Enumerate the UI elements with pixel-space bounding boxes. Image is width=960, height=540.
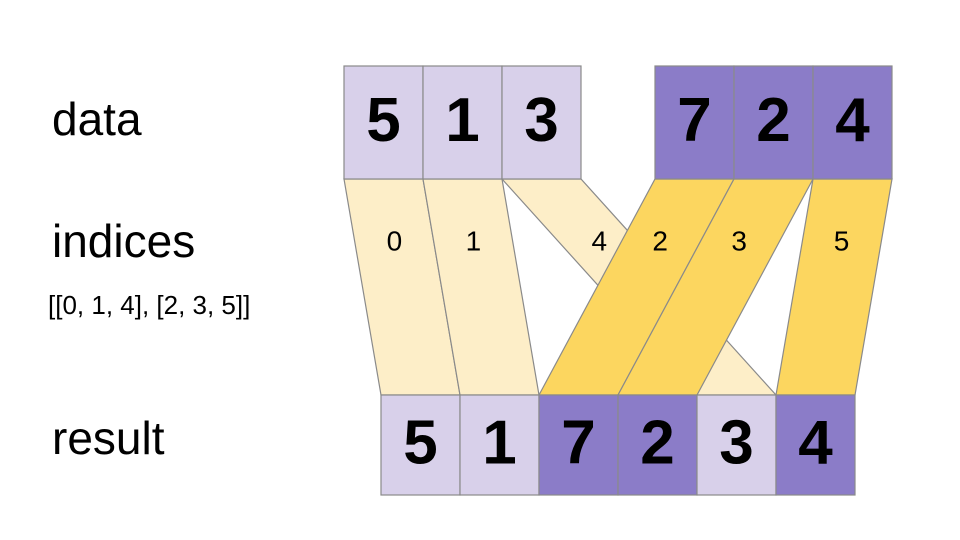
- indices-row-label: indices: [52, 215, 196, 267]
- data-cell-3: [654, 65, 735, 180]
- index-label-1: 1: [466, 225, 482, 256]
- data-cell-value-2: 3: [524, 86, 558, 155]
- result-cell-4: [696, 394, 777, 496]
- data-cell-value-3: 7: [677, 86, 711, 155]
- index-label-0: 0: [387, 225, 403, 256]
- index-label-2: 2: [652, 225, 668, 256]
- index-label-4: 4: [591, 225, 607, 256]
- ribbons-layer: [343, 178, 893, 396]
- result-cell-value-4: 3: [719, 408, 753, 477]
- index-labels-layer: 0 1 4 2 3 5: [387, 225, 850, 256]
- result-row-label: result: [52, 412, 165, 464]
- data-cell-value-0: 5: [366, 86, 400, 155]
- data-cell-0: [343, 65, 424, 180]
- result-cell-value-1: 1: [482, 408, 516, 477]
- indices-values-label: [[0, 1, 4], [2, 3, 5]]: [48, 290, 251, 320]
- data-cell-value-4: 2: [756, 86, 790, 155]
- index-label-3: 3: [731, 225, 747, 256]
- result-cell-1: [459, 394, 540, 496]
- index-label-5: 5: [834, 225, 850, 256]
- data-cell-5: [812, 65, 893, 180]
- result-cell-value-5: 4: [798, 408, 833, 477]
- data-row-label: data: [52, 93, 142, 145]
- result-cell-3: [617, 394, 698, 496]
- data-cell-2: [501, 65, 582, 180]
- data-cell-value-5: 4: [835, 86, 870, 155]
- data-cell-1: [422, 65, 503, 180]
- result-cell-value-3: 2: [640, 408, 674, 477]
- result-cell-5: [775, 394, 856, 496]
- result-cell-value-0: 5: [403, 408, 437, 477]
- result-cell-0: [380, 394, 461, 496]
- result-cell-value-2: 7: [561, 408, 595, 477]
- data-cell-value-1: 1: [445, 86, 479, 155]
